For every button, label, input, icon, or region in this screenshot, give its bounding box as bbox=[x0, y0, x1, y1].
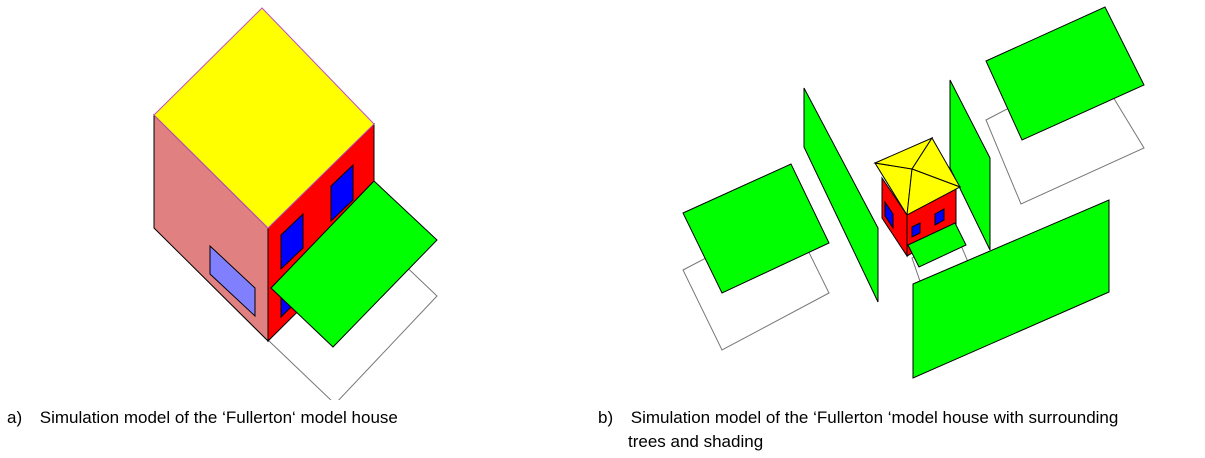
figure-canvas bbox=[153, 6, 1145, 400]
tree-top-right-canopy bbox=[985, 6, 1145, 141]
tree-left-canopy bbox=[682, 163, 830, 294]
small-house-side-window bbox=[884, 200, 894, 230]
panel-b-house-with-trees bbox=[682, 6, 1145, 379]
tree-panel-left-vertical bbox=[803, 87, 879, 303]
caption-a: a) Simulation model of the ‘Fullerton‘ m… bbox=[7, 406, 398, 430]
caption-b-marker: b) bbox=[598, 408, 614, 427]
caption-a-marker: a) bbox=[7, 408, 23, 427]
shading-panel-large-front bbox=[912, 199, 1110, 379]
small-house-front-window-1 bbox=[911, 222, 921, 238]
side-window bbox=[209, 244, 256, 318]
caption-a-text: Simulation model of the ‘Fullerton‘ mode… bbox=[39, 408, 398, 427]
caption-b: b) Simulation model of the ‘Fullerton ‘m… bbox=[598, 406, 1118, 454]
house-roof bbox=[153, 7, 375, 229]
small-house-front-window-2 bbox=[934, 208, 945, 226]
shading-device bbox=[270, 180, 438, 348]
small-house-shading-device bbox=[907, 222, 967, 268]
panel-a-house-model bbox=[153, 7, 438, 400]
tree-panel-right-vertical bbox=[949, 79, 991, 251]
front-window-upper-left bbox=[280, 212, 304, 271]
small-house-roof-front bbox=[906, 168, 962, 216]
caption-b-text-line1: Simulation model of the ‘Fullerton ‘mode… bbox=[630, 408, 1119, 427]
caption-b-text-line2: trees and shading bbox=[628, 432, 764, 451]
front-window-upper-right bbox=[330, 163, 354, 223]
